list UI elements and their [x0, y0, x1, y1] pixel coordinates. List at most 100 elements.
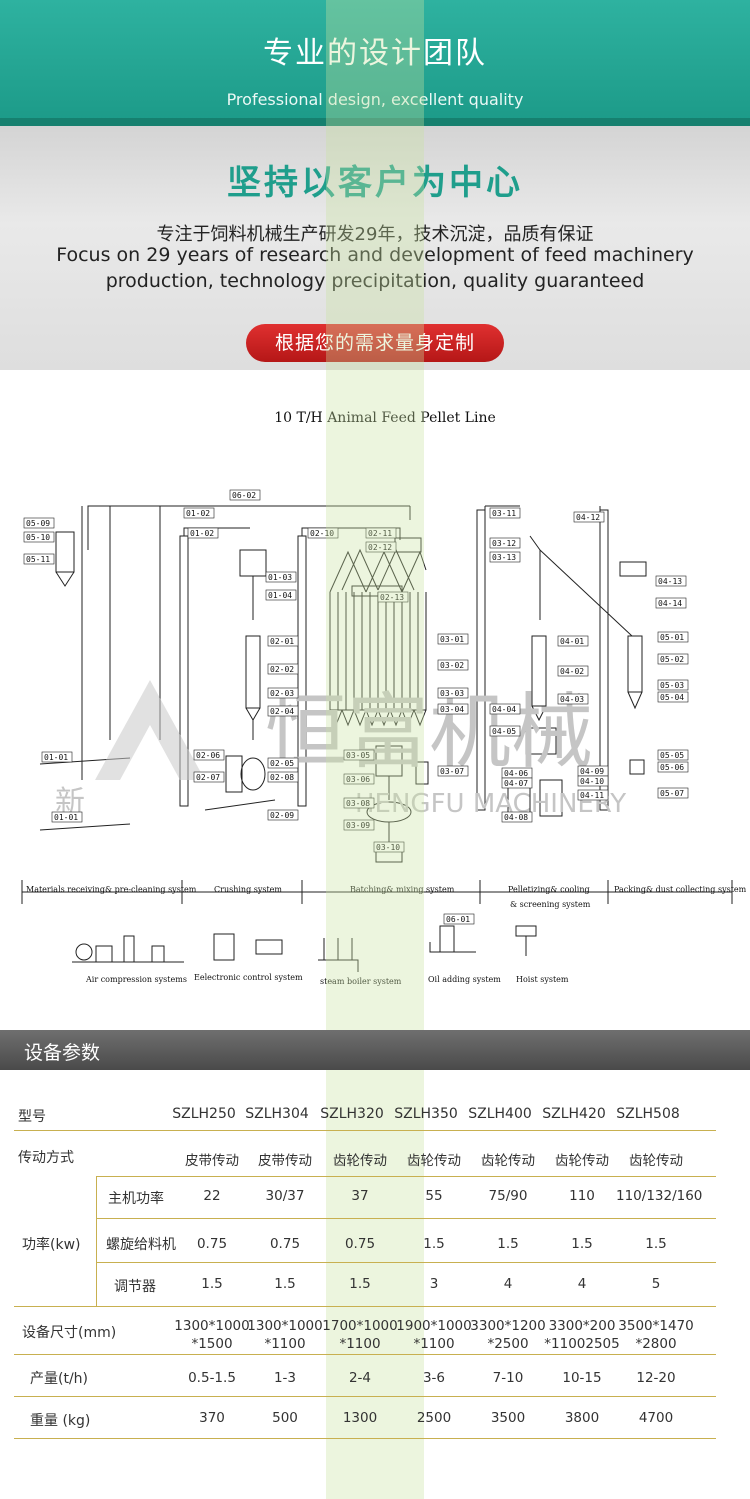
equipment-tag-box: [187, 527, 219, 539]
equipment-tag-box: [657, 761, 689, 773]
conditioner-value: 1.5: [274, 1276, 296, 1292]
equipment-tag-box: [229, 489, 261, 501]
aux-air-compression: Air compression systems: [85, 975, 187, 984]
feeder-value: 1.5: [571, 1236, 593, 1252]
drive-label: 传动方式: [18, 1150, 74, 1166]
equipment-tag-box: [267, 687, 299, 699]
equipment-tag: 04-02: [560, 667, 584, 676]
aux-oil-adding: Oil adding system: [428, 975, 501, 984]
page-subtitle: Professional design, excellent quality: [226, 90, 524, 109]
equipment-tag: 02-01: [270, 637, 294, 646]
slogan: 坚持以客户为中心: [227, 163, 523, 203]
equipment-tag: 01-03: [268, 573, 292, 582]
equipment-tag-box: [267, 663, 299, 675]
output-value: 7-10: [492, 1370, 524, 1386]
size-value: *2500: [487, 1336, 529, 1352]
equipment-tag-box: [657, 787, 689, 799]
main-power-value: 22: [203, 1188, 221, 1204]
equipment-tag: 05-10: [26, 533, 50, 542]
equipment-tag-box: [343, 749, 375, 761]
section-packing: Packing& dust collecting system: [614, 885, 747, 894]
equipment-tag-box: [343, 819, 375, 831]
model-name: SZLH400: [468, 1106, 532, 1122]
conditioner-value: 5: [651, 1276, 661, 1292]
equipment-tag-box: [489, 507, 521, 519]
table-divider: [14, 1354, 716, 1355]
drive-value: 皮带传动: [185, 1153, 239, 1169]
size-value: 1300*1000: [247, 1318, 323, 1334]
conditioner-value: 4: [503, 1276, 513, 1292]
custom-order-button[interactable]: 根据您的需求量身定制: [246, 324, 504, 362]
equipment-tag-box: [489, 551, 521, 563]
equipment-tag-box: [437, 765, 469, 777]
equipment-tag: 01-04: [268, 591, 292, 600]
equipment-tag-box: [51, 811, 83, 823]
conditioner-value: 1.5: [349, 1276, 371, 1292]
equipment-tag: 02-11: [368, 529, 392, 538]
equipment-tag: 05-06: [660, 763, 684, 772]
equipment-tag-box: [655, 575, 687, 587]
weight-value: 2500: [416, 1410, 452, 1426]
equipment-tag: 04-08: [504, 813, 528, 822]
page-title: 专业的设计团队: [263, 36, 487, 71]
equipment-tag: 04-06: [504, 769, 528, 778]
equipment-tag: 05-04: [660, 693, 684, 702]
output-label: 产量(t/h): [30, 1371, 89, 1387]
process-flow-diagram: 恒富机械 新 HENGFU MACHINERY Materials receiv…: [21, 489, 747, 986]
equipment-tag-box: [437, 633, 469, 645]
equipment-tag-box: [365, 527, 397, 539]
equipment-tag: 02-04: [270, 707, 294, 716]
drive-value: 皮带传动: [258, 1153, 312, 1169]
drive-value: 齿轮传动: [481, 1153, 535, 1169]
power-label: 功率(kw): [22, 1237, 81, 1253]
weight-value: 1300: [342, 1410, 378, 1426]
equipment-tag: 02-08: [270, 773, 294, 782]
equipment-tag-box: [23, 531, 55, 543]
equipment-tag: 05-07: [660, 789, 684, 798]
size-value: 1900*1000: [396, 1318, 472, 1334]
equipment-tag-box: [657, 749, 689, 761]
size-value: *1100: [339, 1336, 381, 1352]
feeder-value: 0.75: [269, 1236, 301, 1252]
equipment-tag: 05-05: [660, 751, 684, 760]
weight-label: 重量 (kg): [30, 1413, 91, 1429]
drive-value: 齿轮传动: [333, 1153, 387, 1169]
size-value: 3500*1470: [618, 1318, 694, 1334]
equipment-tag-box: [267, 771, 299, 783]
output-value: 1-3: [273, 1370, 297, 1386]
header-banner: [0, 0, 750, 125]
size-value: 3300*1200: [470, 1318, 546, 1334]
model-name: SZLH350: [394, 1106, 458, 1122]
equipment-tag-box: [437, 659, 469, 671]
drive-value: 齿轮传动: [407, 1153, 461, 1169]
size-value: *1100: [413, 1336, 455, 1352]
equipment-tag: 03-02: [440, 661, 464, 670]
equipment-tag: 04-11: [580, 791, 604, 800]
aux-electronic-control: Eelectronic control system: [194, 973, 303, 982]
section-batching: Batching& mixing system: [350, 885, 455, 894]
watermark-brand-cn: 恒富机械: [265, 685, 593, 780]
size-value: *1100: [264, 1336, 306, 1352]
section-pelletizing: Pelletizing& cooling: [508, 885, 590, 894]
equipment-tag-box: [23, 553, 55, 565]
feeder-value: 0.75: [344, 1236, 376, 1252]
equipment-tag: 02-10: [310, 529, 334, 538]
conditioner-value: 4: [577, 1276, 587, 1292]
equipment-tag: 03-13: [492, 553, 516, 562]
equipment-tag: 04-05: [492, 727, 516, 736]
equipment-tag: 02-07: [196, 773, 220, 782]
drive-value: 齿轮传动: [629, 1153, 683, 1169]
equipment-tag-box: [193, 771, 225, 783]
params-header-bar: [0, 1030, 750, 1070]
weight-value: 3800: [564, 1410, 600, 1426]
aux-steam-boiler: steam boiler system: [320, 977, 402, 986]
equipment-tag-box: [437, 687, 469, 699]
model-label: 型号: [18, 1109, 46, 1125]
watermark: 恒富机械 新 HENGFU MACHINERY: [55, 680, 626, 820]
model-name: SZLH508: [616, 1106, 680, 1122]
feeder-value: 0.75: [196, 1236, 228, 1252]
equipment-tag: 06-02: [232, 491, 256, 500]
equipment-tag-box: [489, 703, 521, 715]
equipment-tag-box: [267, 705, 299, 717]
size-value: 1300*1000: [174, 1318, 250, 1334]
